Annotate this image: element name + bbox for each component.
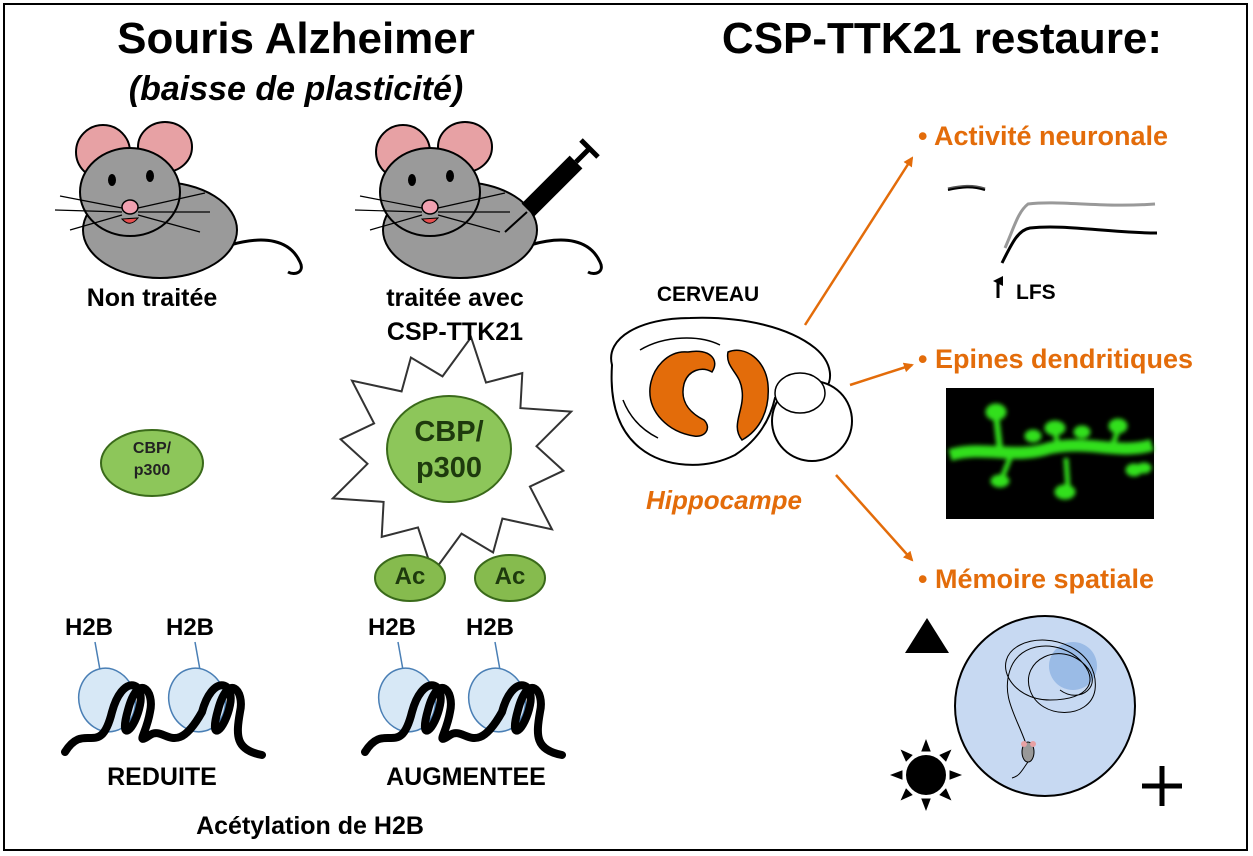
sun-ray [921, 739, 931, 752]
brain-label: CERVEAU [656, 283, 760, 306]
plus-cue-icon [1142, 766, 1182, 806]
right-title: CSP-TTK21 restaure: [721, 14, 1163, 63]
syringe-icon [504, 138, 600, 233]
acetyl-ellipse-2 [474, 554, 546, 602]
untreated-mouse-icon [54, 121, 303, 279]
sun-ray [939, 749, 952, 762]
figure-frame [3, 3, 1248, 851]
brain-icon [610, 316, 853, 466]
arrow-to-spatial-memory [835, 474, 914, 562]
left-title: Souris Alzheimer [117, 14, 475, 63]
arrow-to-neuronal-activity [803, 156, 914, 326]
acetylation-caption: Acétylation de H2B [196, 812, 424, 840]
nucleosome-increased-icon [361, 641, 566, 759]
nucleosome-reduced-icon [61, 641, 266, 759]
cbp-small-label-line1: CBP/ [132, 440, 172, 457]
reduced-label: REDUITE [107, 763, 217, 791]
h2b-label-1: H2B [64, 614, 114, 641]
acetyl-label-1: Ac [394, 563, 426, 590]
untreated-label: Non traitée [86, 284, 218, 312]
h2b-label-3: H2B [367, 614, 417, 641]
cbp-p300-large-ellipse [386, 395, 512, 503]
lfs-label: LFS [1016, 281, 1056, 304]
sun-ray [949, 770, 962, 780]
dendritic-spines-image [946, 388, 1154, 519]
sun-cue-icon [890, 739, 962, 811]
triangle-cue-icon [905, 618, 949, 653]
left-subtitle: (baisse de plasticité) [128, 70, 464, 108]
arrow-to-dendritic-spines [849, 362, 914, 387]
cbp-p300-small-ellipse [100, 429, 204, 497]
h2b-label-2: H2B [165, 614, 215, 641]
sun-ray [939, 788, 952, 801]
sun-ray [890, 770, 903, 780]
water-maze-icon [905, 615, 1136, 797]
acetyl-ellipse-1 [374, 554, 446, 602]
acetyl-label-2: Ac [494, 563, 526, 590]
sun-ray [900, 749, 913, 762]
spatial-memory-label: • Mémoire spatiale [918, 564, 1155, 594]
cbp-small-label-line2: p300 [133, 462, 171, 479]
neuronal-activity-label: • Activité neuronale [918, 121, 1169, 151]
cbp-large-label-line2: p300 [415, 452, 483, 484]
hippocampus-label: Hippocampe [645, 485, 803, 515]
cbp-large-label-line1: CBP/ [414, 416, 484, 448]
increased-label: AUGMENTEE [386, 763, 546, 791]
sun-ray [921, 798, 931, 811]
treated-label-line2: CSP-TTK21 [386, 318, 524, 346]
h2b-label-4: H2B [465, 614, 515, 641]
neuronal-activity-trace [947, 184, 1158, 298]
treated-label-line1: traitée avec [386, 284, 524, 312]
treated-mouse-icon [354, 121, 603, 279]
dendritic-spines-label: • Epines dendritiques [918, 344, 1193, 374]
sun-ray [900, 788, 913, 801]
